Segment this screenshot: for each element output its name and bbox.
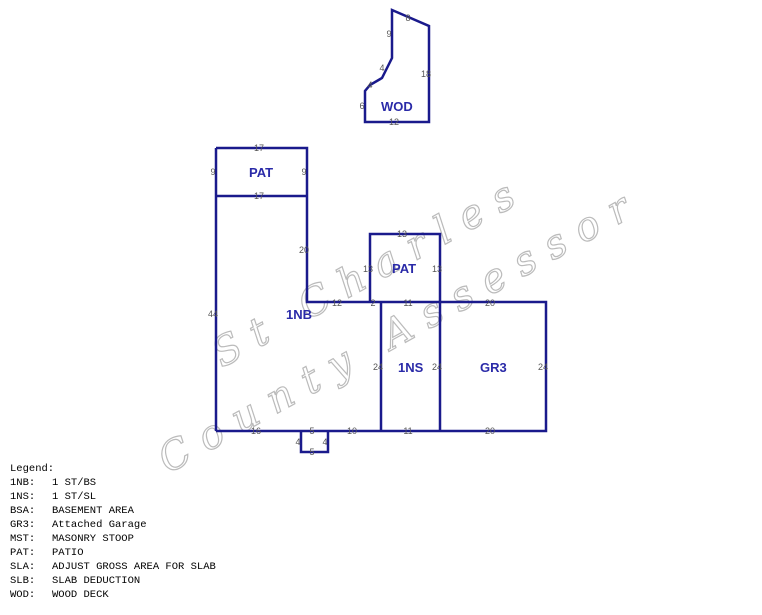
legend-desc: PATIO bbox=[52, 547, 84, 559]
legend-item: WOD: WOOD DECK bbox=[10, 588, 216, 602]
dimension-label: 4 bbox=[367, 80, 372, 90]
legend-code: BSA: bbox=[10, 505, 36, 517]
dimension-label: 4 bbox=[322, 437, 327, 447]
area-label-1nb: 1NB bbox=[286, 307, 312, 322]
dimension-labels: 17 17 9 9 20 44 12 2 16 10 13 13 13 11 2… bbox=[208, 13, 548, 457]
dimension-label: 9 bbox=[386, 29, 391, 39]
dimension-label: 13 bbox=[363, 264, 373, 274]
dimension-label: 18 bbox=[421, 69, 431, 79]
legend-desc: 1 ST/SL bbox=[52, 491, 97, 503]
dimension-label: 17 bbox=[254, 191, 264, 201]
dimension-label: 2 bbox=[370, 298, 375, 308]
dimension-label: 8 bbox=[405, 13, 410, 23]
legend-desc: BASEMENT AREA bbox=[52, 505, 134, 517]
legend-item: SLA: ADJUST GROSS AREA FOR SLAB bbox=[10, 560, 216, 574]
legend: Legend: 1NB: 1 ST/BS 1NS: 1 ST/SL BSA: BASE… bbox=[10, 462, 216, 602]
legend-code: SLB: bbox=[10, 575, 36, 587]
dimension-label: 12 bbox=[389, 117, 399, 127]
dimension-label: 5 bbox=[309, 447, 314, 457]
legend-code: MST: bbox=[10, 533, 36, 545]
dimension-label: 20 bbox=[299, 245, 309, 255]
dimension-label: 5 bbox=[309, 426, 314, 436]
legend-item: PAT: PATIO bbox=[10, 546, 216, 560]
legend-code: PAT: bbox=[10, 547, 36, 559]
area-label-pat: PAT bbox=[392, 261, 416, 276]
dimension-label: 16 bbox=[251, 426, 261, 436]
legend-desc: SLAB DEDUCTION bbox=[52, 575, 141, 587]
area-label-wod: WOD bbox=[381, 99, 413, 114]
legend-item: MST: MASONRY STOOP bbox=[10, 532, 216, 546]
legend-desc: ADJUST GROSS AREA FOR SLAB bbox=[52, 561, 216, 573]
dimension-label: 44 bbox=[208, 309, 218, 319]
legend-item: 1NS: 1 ST/SL bbox=[10, 490, 216, 504]
dimension-label: 9 bbox=[301, 167, 306, 177]
dimension-label: 12 bbox=[332, 298, 342, 308]
legend-item: BSA: BASEMENT AREA bbox=[10, 504, 216, 518]
legend-desc: Attached Garage bbox=[52, 519, 147, 531]
legend-code: SLA: bbox=[10, 561, 36, 573]
watermark: St Charles County Assessor bbox=[150, 165, 651, 483]
dimension-label: 9 bbox=[210, 167, 215, 177]
legend-code: WOD: bbox=[10, 589, 36, 601]
legend-title: Legend: bbox=[10, 463, 55, 475]
dimension-label: 13 bbox=[432, 264, 442, 274]
dimension-label: 4 bbox=[379, 63, 384, 73]
area-label-1ns: 1NS bbox=[398, 360, 424, 375]
wood-deck-outline bbox=[363, 8, 431, 124]
dimension-label: 6 bbox=[359, 101, 364, 111]
legend-item: SLB: SLAB DEDUCTION bbox=[10, 574, 216, 588]
legend-desc: 1 ST/BS bbox=[52, 477, 97, 489]
legend-code: GR3: bbox=[10, 519, 36, 531]
dimension-label: 11 bbox=[403, 426, 412, 436]
legend-code: 1NS: bbox=[10, 491, 36, 503]
legend-item: 1NB: 1 ST/BS bbox=[10, 476, 216, 490]
dimension-label: 17 bbox=[254, 143, 264, 153]
area-label-pat: PAT bbox=[249, 165, 273, 180]
dimension-label: 24 bbox=[373, 362, 383, 372]
legend-desc: MASONRY STOOP bbox=[52, 533, 134, 545]
dimension-label: 24 bbox=[432, 362, 442, 372]
dimension-label: 13 bbox=[397, 229, 407, 239]
dimension-label: 20 bbox=[485, 298, 495, 308]
dimension-label: 11 bbox=[403, 298, 412, 308]
dimension-label: 10 bbox=[347, 426, 357, 436]
legend-item: GR3: Attached Garage bbox=[10, 518, 216, 532]
legend-desc: WOOD DECK bbox=[52, 589, 109, 601]
legend-code: 1NB: bbox=[10, 477, 36, 489]
dimension-label: 4 bbox=[295, 437, 300, 447]
area-label-gr3: GR3 bbox=[480, 360, 507, 375]
dimension-label: 24 bbox=[538, 362, 548, 372]
area-labels: PAT PAT 1NB 1NS GR3 WOD bbox=[249, 99, 507, 375]
main-outline bbox=[214, 146, 548, 454]
dimension-label: 20 bbox=[485, 426, 495, 436]
